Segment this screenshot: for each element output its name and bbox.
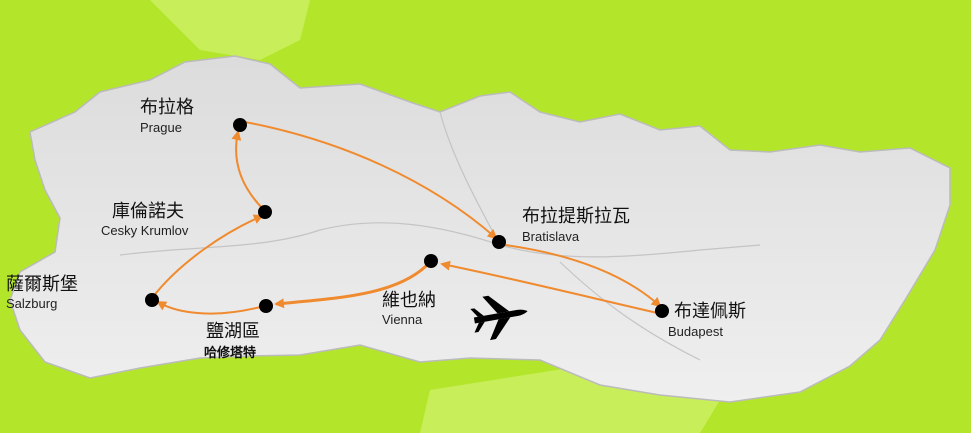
border-line	[439, 111, 501, 246]
border-line	[119, 222, 761, 258]
city-label-cesky-en: Cesky Krumlov	[101, 223, 189, 238]
airplane-icon	[470, 295, 528, 341]
city-label-vienna-en: Vienna	[382, 312, 423, 327]
route-salzkammergut-salzburg	[156, 300, 265, 315]
border-line	[559, 261, 701, 361]
route-vienna-salzkammergut	[274, 260, 432, 309]
city-label-hallstatt: 哈修塔特	[204, 346, 257, 361]
city-label-prague-en: Prague	[140, 120, 182, 135]
city-label-bratislava-en: Bratislava	[522, 229, 580, 244]
route-cesky-prague	[231, 130, 265, 211]
route-bratislava-budapest	[497, 243, 662, 308]
route-salzburg-cesky	[151, 214, 264, 299]
city-label-salzburg-en: Salzburg	[6, 296, 58, 311]
city-dot-prague	[233, 118, 247, 132]
route-prague-bratislava	[244, 121, 498, 240]
city-label-salzkammergut-zh: 鹽湖區	[206, 321, 260, 342]
city-dot-salzburg	[145, 293, 159, 307]
city-label-budapest-zh: 布達佩斯	[674, 301, 746, 322]
neighbor-land-north	[150, 0, 310, 60]
city-label-salzburg-zh: 薩爾斯堡	[6, 274, 78, 295]
city-label-vienna-zh: 維也納	[382, 290, 436, 311]
city-dot-bratislava	[492, 235, 506, 249]
land-region	[9, 55, 951, 403]
route-budapest-vienna	[440, 260, 663, 315]
city-label-budapest-en: Budapest	[668, 324, 723, 339]
city-dot-cesky	[258, 205, 272, 219]
city-dot-vienna	[424, 254, 438, 268]
city-label-cesky-zh: 庫倫諾夫	[112, 201, 184, 222]
city-label-prague-zh: 布拉格	[140, 97, 194, 118]
city-dot-salzkammergut	[259, 299, 273, 313]
city-dot-budapest	[655, 304, 669, 318]
city-label-bratislava-zh: 布拉提斯拉瓦	[522, 206, 630, 227]
